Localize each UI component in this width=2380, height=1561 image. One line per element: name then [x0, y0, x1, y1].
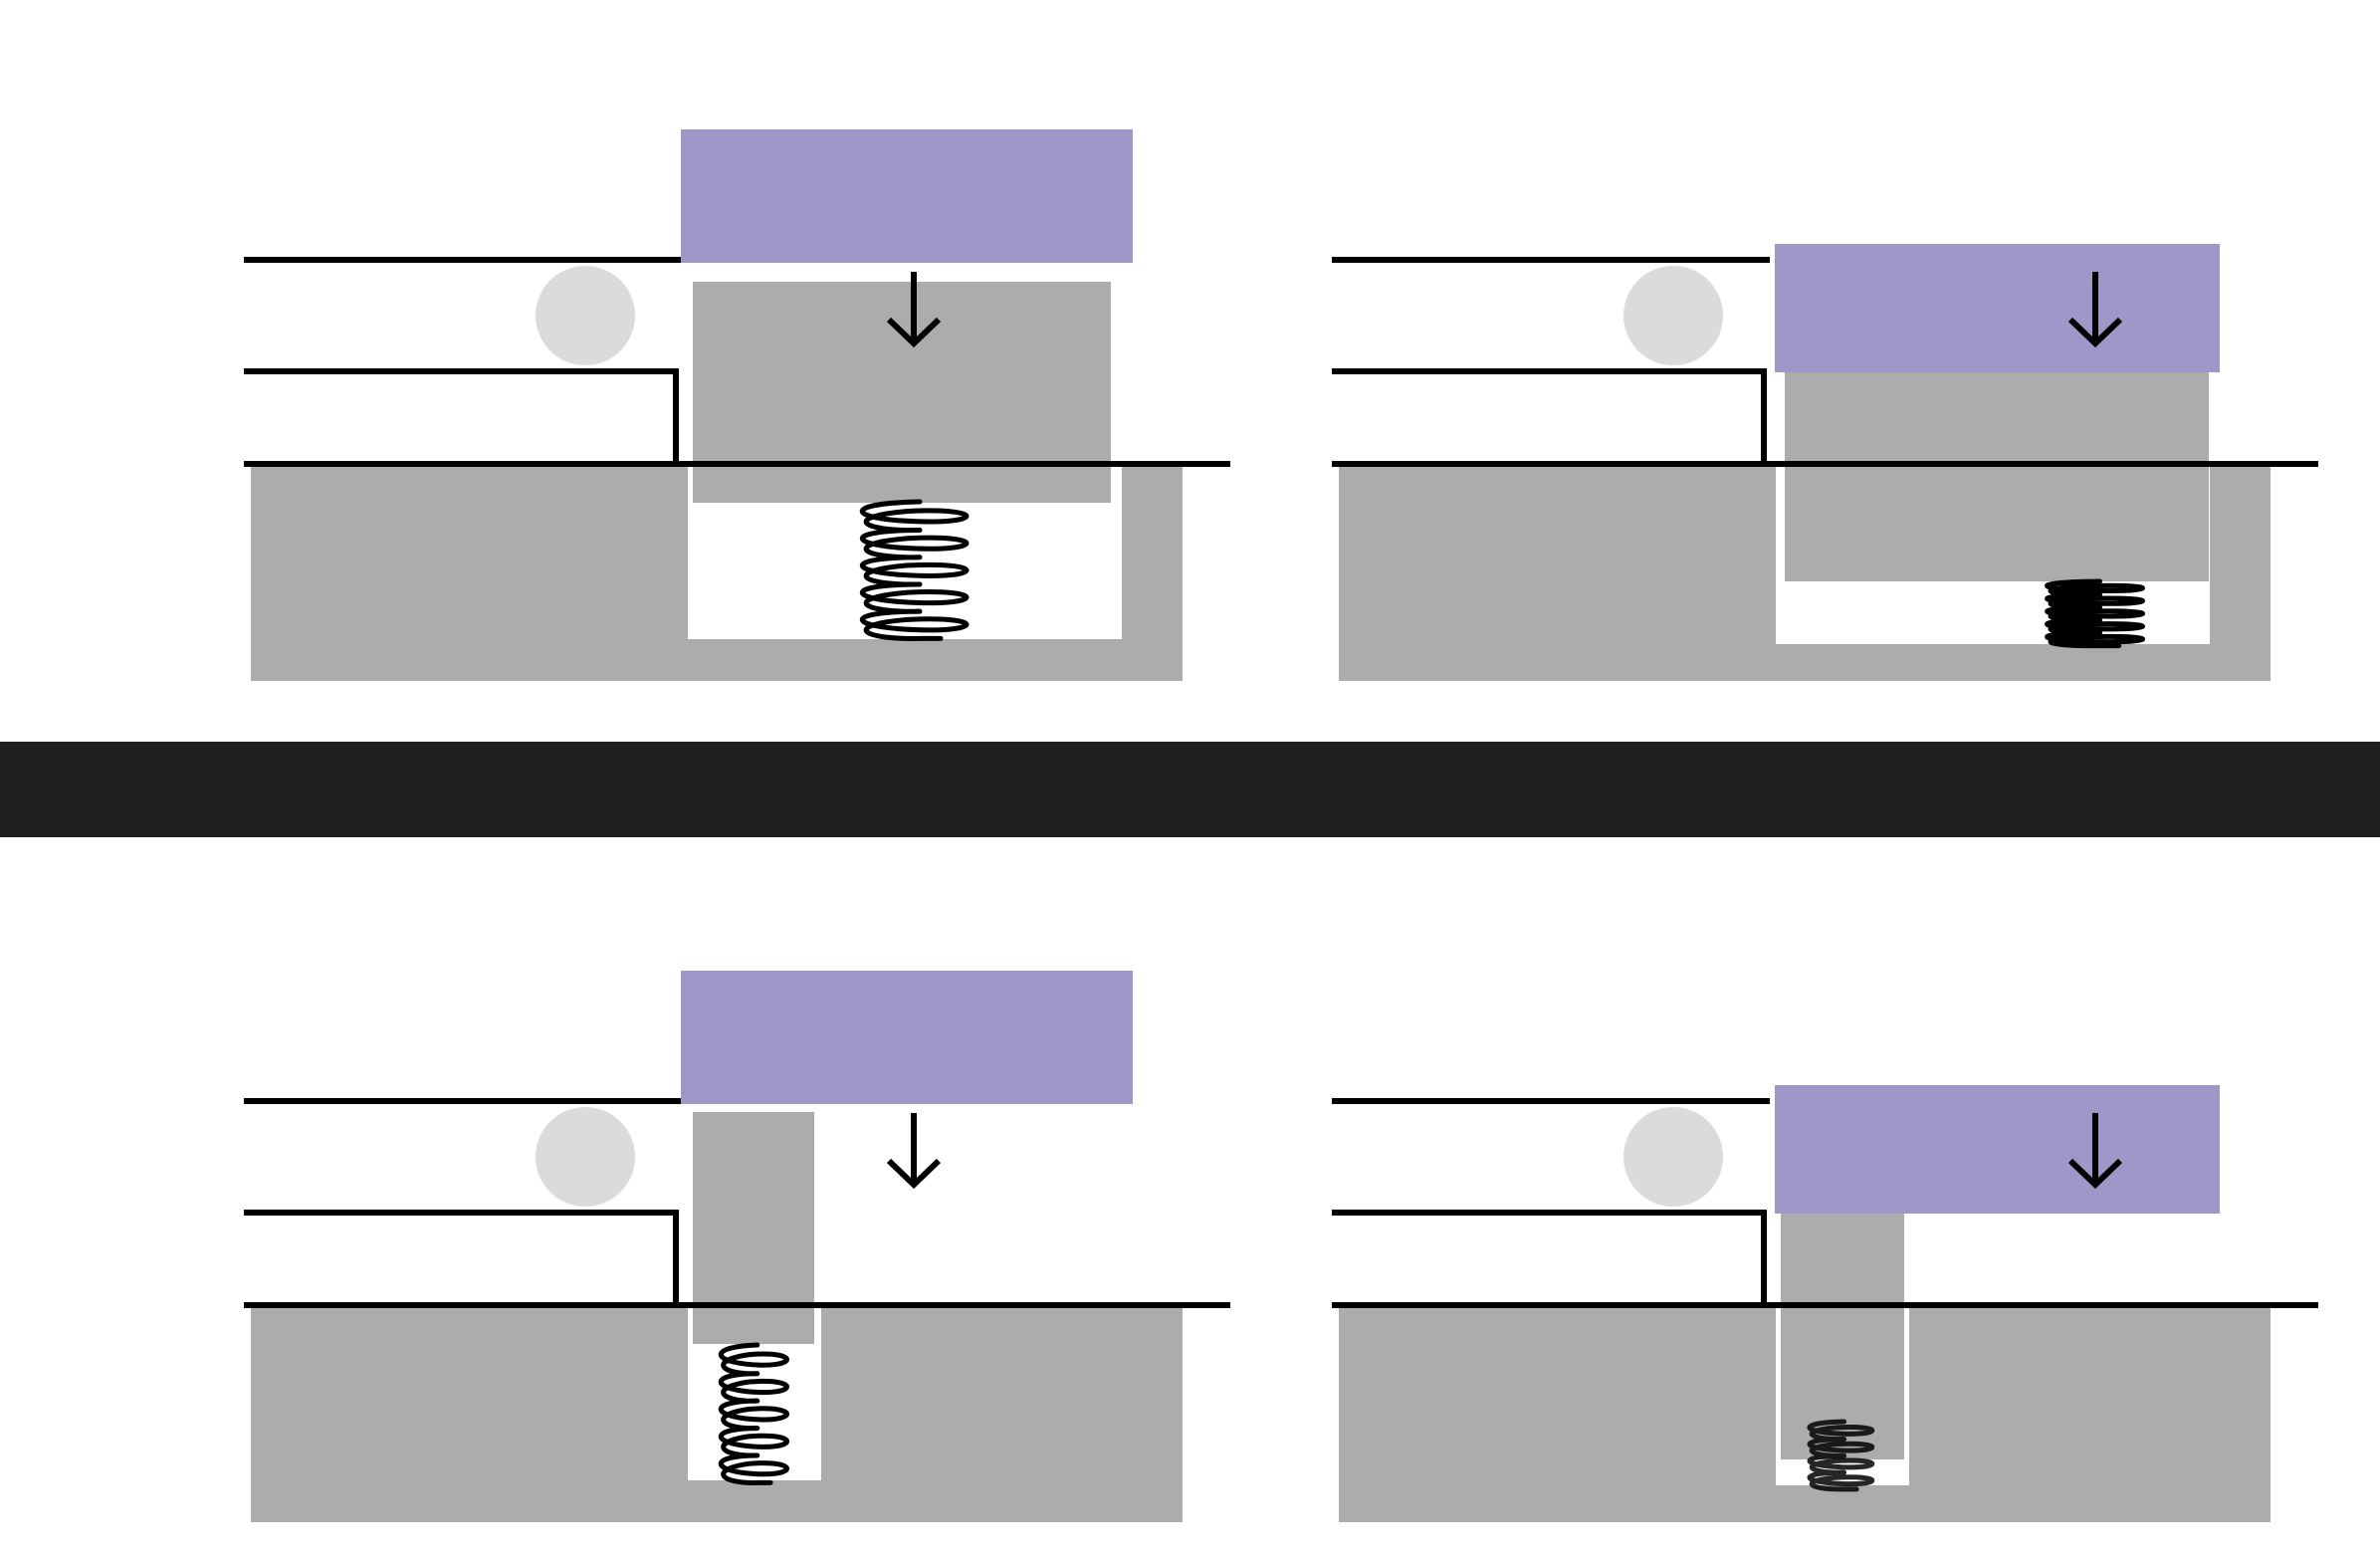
separator-bar: [0, 742, 2380, 837]
plunger: [693, 1112, 814, 1344]
pusher-block: [1775, 1085, 2220, 1214]
ball-icon: [536, 1107, 635, 1207]
coil-spring-icon: [1807, 1419, 1875, 1492]
down-arrow-icon: [886, 1113, 942, 1190]
panel-bottom-left: [244, 971, 1230, 1522]
panel-top-left: [244, 129, 1230, 681]
pusher-block: [1775, 244, 2220, 372]
panel-top-right: [1332, 244, 2318, 681]
guide-line-step: [244, 368, 679, 464]
coil-spring-icon: [860, 499, 970, 641]
down-arrow-icon: [2067, 272, 2123, 348]
ball-icon: [1623, 1107, 1723, 1207]
arrow-head: [886, 317, 942, 348]
arrow-head: [2067, 317, 2123, 348]
plunger: [1785, 370, 2209, 581]
guide-line-step: [244, 1210, 679, 1305]
arrow-head: [2067, 1158, 2123, 1190]
arrow-head: [886, 1158, 942, 1190]
plunger: [693, 282, 1111, 503]
ball-icon: [1623, 266, 1723, 365]
ball-icon: [536, 266, 635, 365]
coil-spring-icon: [718, 1342, 789, 1485]
pusher-block: [681, 129, 1133, 263]
pusher-block: [681, 971, 1133, 1104]
plunger: [1781, 1213, 1904, 1459]
guide-line-step: [1332, 1210, 1767, 1305]
coil-spring-icon: [2045, 578, 2145, 649]
panel-bottom-right: [1332, 1085, 2318, 1522]
down-arrow-icon: [886, 272, 942, 348]
down-arrow-icon: [2067, 1113, 2123, 1190]
guide-line-step: [1332, 368, 1767, 464]
